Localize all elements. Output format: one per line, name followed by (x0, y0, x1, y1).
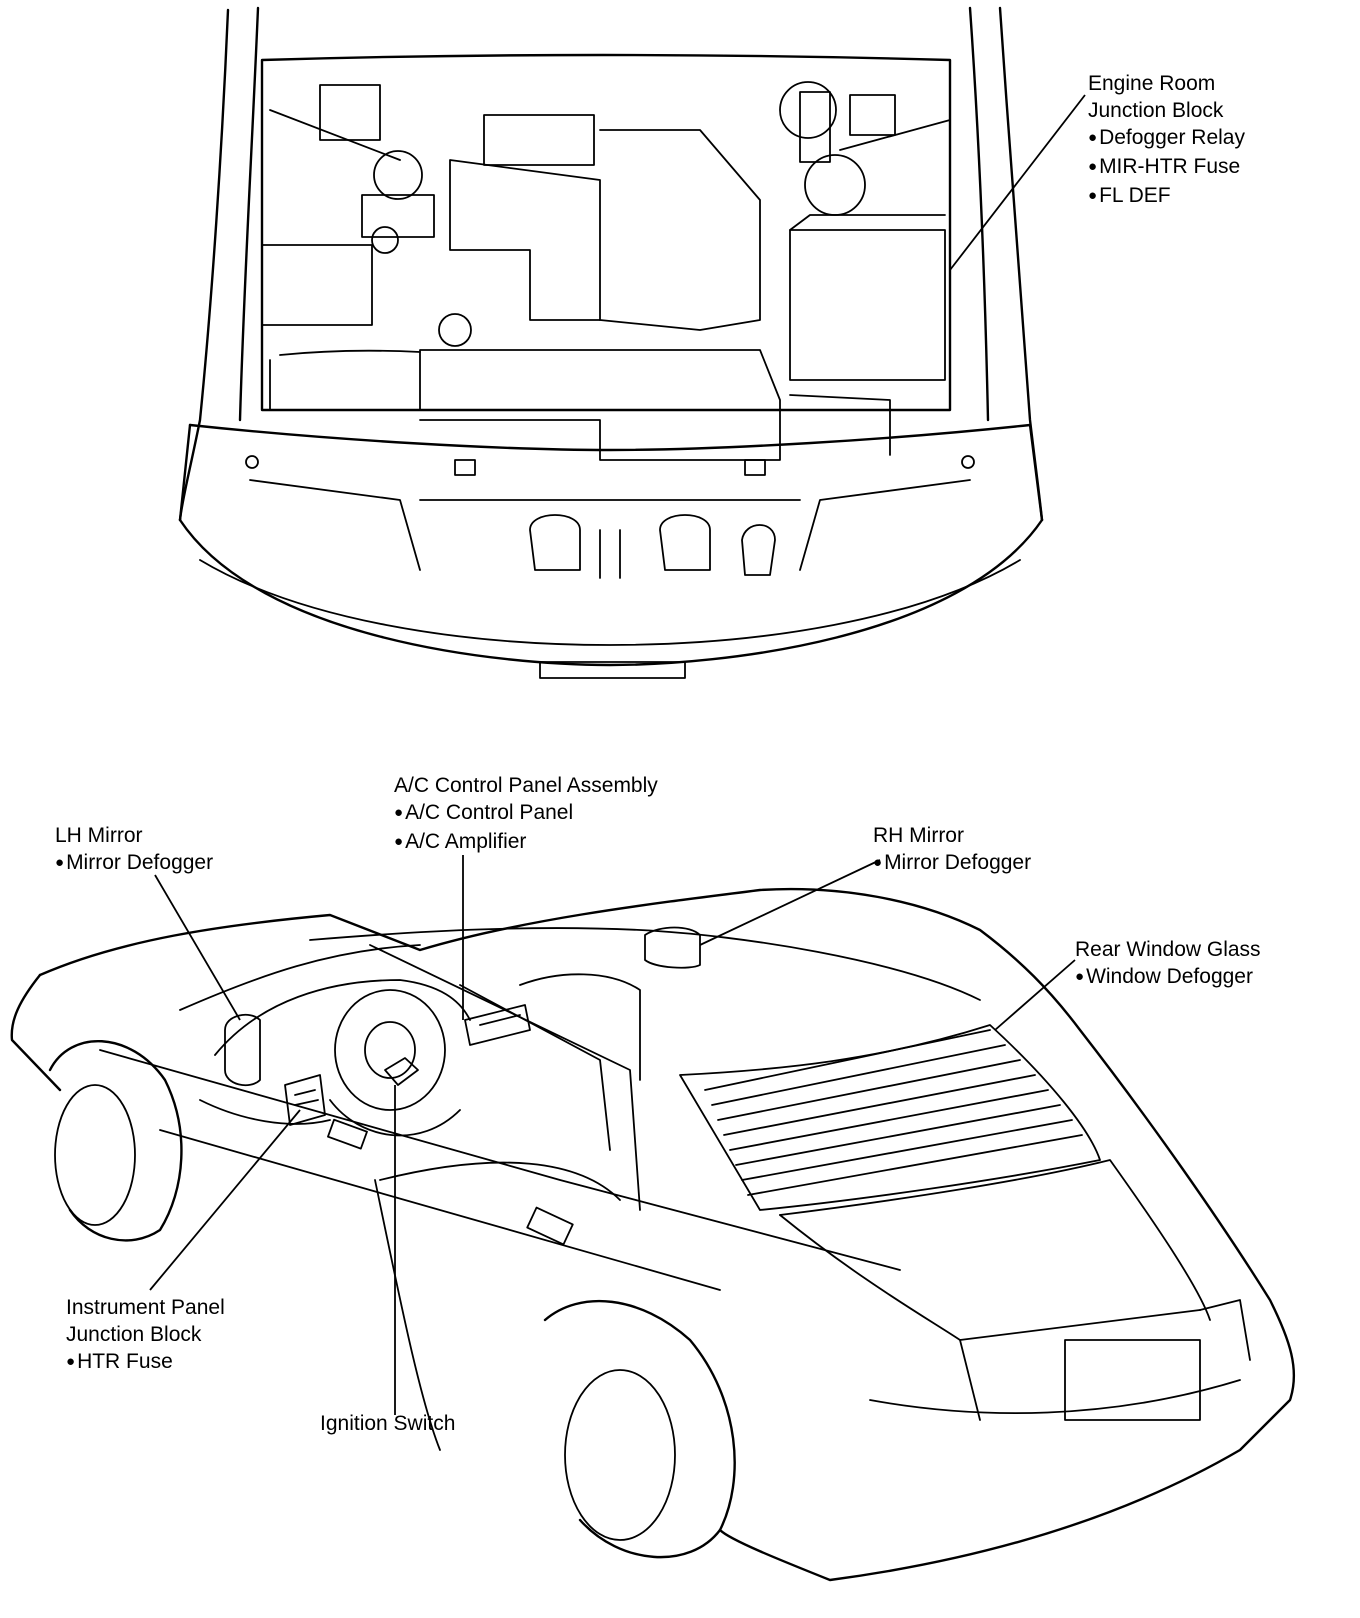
ac-panel-item-control-panel: A/C Control Panel (394, 799, 658, 828)
lh-mirror-leader-line (154, 874, 241, 1021)
rh-mirror-leader-line (699, 859, 881, 946)
rear-glass-title: Rear Window Glass (1075, 938, 1261, 961)
rh-mirror-item-defogger: Mirror Defogger (873, 849, 1031, 878)
lh-mirror-label: LH Mirror Mirror Defogger (55, 822, 213, 878)
engine-room-junction-block-label: Engine Room Junction Block Defogger Rela… (1088, 70, 1245, 211)
instrument-panel-title-1: Instrument Panel (66, 1296, 225, 1319)
instrument-panel-title-2: Junction Block (66, 1323, 202, 1346)
ignition-switch-label: Ignition Switch (320, 1410, 455, 1437)
engine-room-title-2: Junction Block (1088, 99, 1224, 122)
lh-mirror-title: LH Mirror (55, 824, 143, 847)
ignition-title: Ignition Switch (320, 1412, 456, 1435)
engine-room-item-fl-def: FL DEF (1088, 182, 1245, 211)
ac-panel-title: A/C Control Panel Assembly (394, 774, 658, 797)
rh-mirror-label: RH Mirror Mirror Defogger (873, 822, 1031, 878)
engine-room-item-defogger-relay: Defogger Relay (1088, 124, 1245, 153)
engine-room-leader-line (949, 94, 1086, 271)
lh-mirror-item-defogger: Mirror Defogger (55, 849, 213, 878)
engine-room-title-1: Engine Room (1088, 72, 1216, 95)
instrument-panel-junction-block-label: Instrument Panel Junction Block HTR Fuse (66, 1294, 225, 1377)
rear-glass-item-window-defogger: Window Defogger (1075, 963, 1261, 992)
ac-control-panel-assembly-label: A/C Control Panel Assembly A/C Control P… (394, 772, 658, 857)
ac-panel-item-amplifier: A/C Amplifier (394, 828, 658, 857)
instrument-panel-item-htr-fuse: HTR Fuse (66, 1348, 225, 1377)
engine-room-item-mir-htr-fuse: MIR-HTR Fuse (1088, 153, 1245, 182)
rear-glass-leader-line (994, 959, 1076, 1031)
rh-mirror-title: RH Mirror (873, 824, 964, 847)
instrument-panel-leader-line (149, 1109, 301, 1291)
rear-window-glass-label: Rear Window Glass Window Defogger (1075, 936, 1261, 992)
